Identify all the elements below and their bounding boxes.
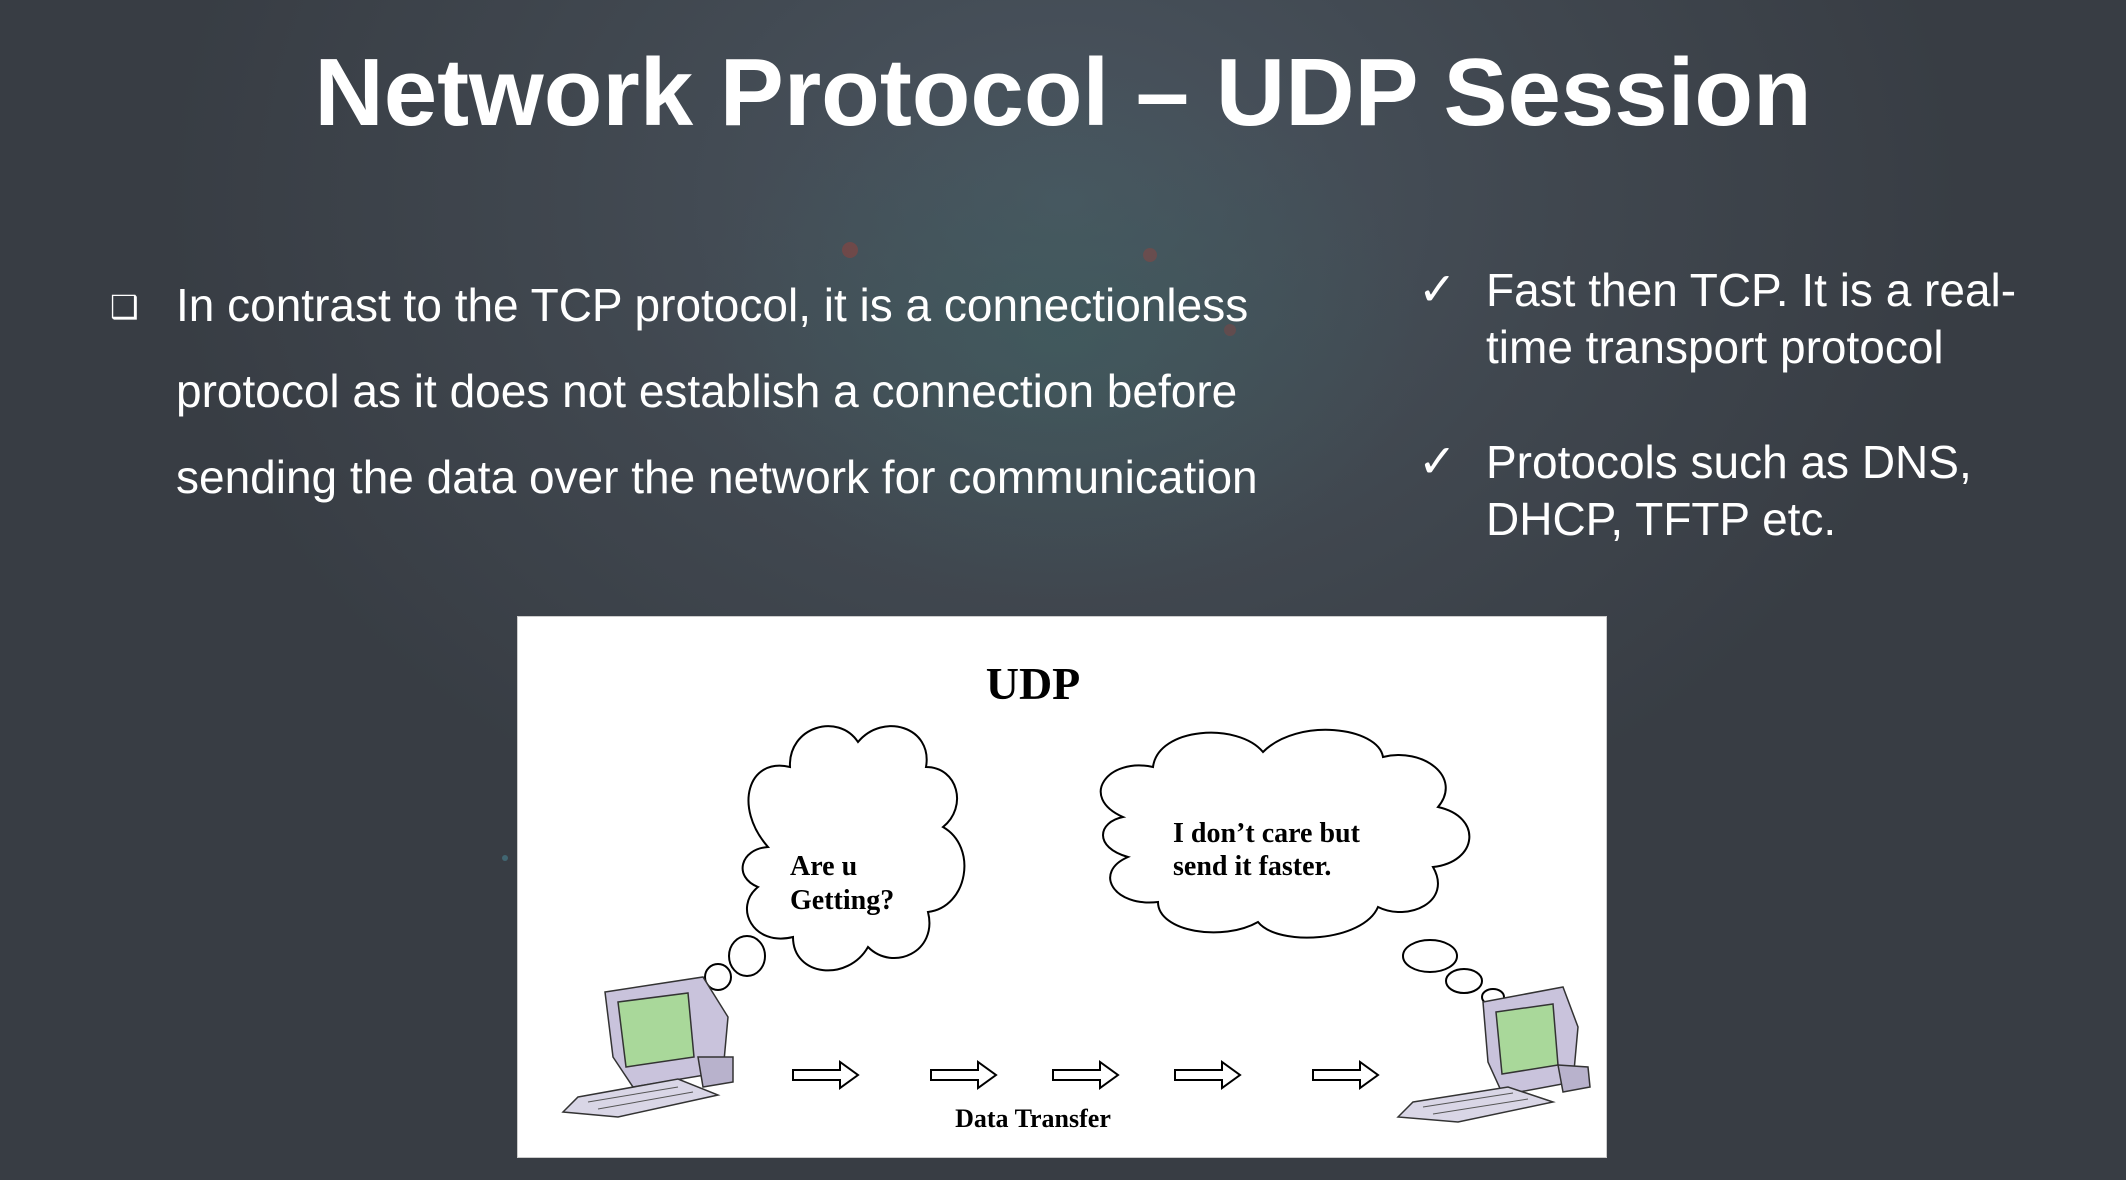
square-bullet-icon: ❑ [110, 289, 139, 325]
right-arrow-icon [1312, 1060, 1380, 1090]
check-item-line: Fast then TCP. It is a real- [1486, 264, 2017, 316]
left-thought-line: Are u [790, 851, 857, 882]
check-item-line: DHCP, TFTP etc. [1486, 493, 1837, 545]
diagram-title: UDP [986, 658, 1081, 709]
udp-diagram: UDP Are u Getting? I don’t care but send… [517, 616, 1607, 1158]
right-thought-line: I don’t care but [1173, 818, 1361, 849]
main-bullet-line: sending the data over the network for co… [176, 451, 1258, 503]
right-thought-cloud [1099, 728, 1505, 1006]
main-bullet-text: In contrast to the TCP protocol, it is a… [176, 262, 1416, 520]
diagram-caption: Data Transfer [955, 1104, 1111, 1133]
right-computer-icon [1396, 986, 1591, 1123]
left-thought-line: Getting? [790, 885, 894, 916]
left-computer-icon [561, 976, 734, 1118]
right-arrow-icon [792, 1060, 860, 1090]
right-arrow-icon [930, 1060, 998, 1090]
checkmark-icon: ✓ [1418, 435, 1457, 487]
checkmark-icon: ✓ [1418, 263, 1457, 315]
right-thought-line: send it faster. [1173, 851, 1331, 882]
check-item-text: Fast then TCP. It is a real- time transp… [1486, 262, 2066, 376]
slide-title: Network Protocol – UDP Session [314, 39, 1812, 146]
main-bullet-line: In contrast to the TCP protocol, it is a… [176, 279, 1249, 331]
right-arrow-icon [1052, 1060, 1120, 1090]
main-bullet-line: protocol as it does not establish a conn… [176, 365, 1238, 417]
check-item-line: Protocols such as DNS, [1486, 436, 1972, 488]
check-item-text: Protocols such as DNS, DHCP, TFTP etc. [1486, 434, 2066, 548]
check-item-line: time transport protocol [1486, 321, 1944, 373]
right-arrow-icon [1174, 1060, 1242, 1090]
